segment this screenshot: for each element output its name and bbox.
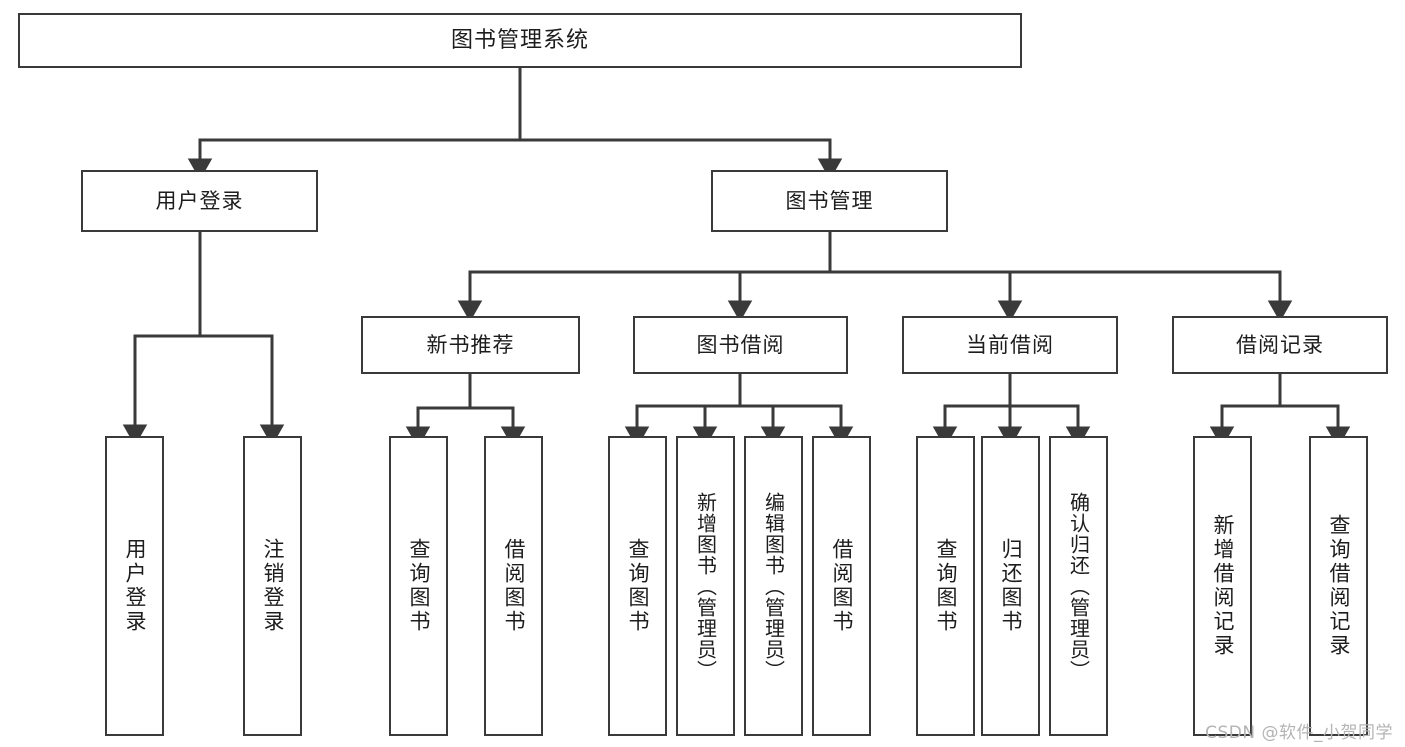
node-book-management[interactable]: 图书管理	[711, 170, 948, 232]
node-label: 图书管理	[785, 188, 874, 213]
node-label: 当前借阅	[966, 332, 1054, 357]
leaf-query-borrow-record[interactable]: 查询借阅记录	[1309, 436, 1368, 736]
node-label: 用户登录	[123, 538, 147, 634]
node-label: 图书借阅	[696, 332, 785, 357]
node-label: 查询图书	[407, 538, 431, 634]
node-label: 图书管理系统	[450, 27, 589, 53]
leaf-return-book[interactable]: 归还图书	[981, 436, 1040, 736]
leaf-query-book-borrow[interactable]: 查询图书	[608, 436, 667, 736]
node-label: 查询图书	[626, 538, 650, 634]
node-root-book-management-system[interactable]: 图书管理系统	[18, 13, 1022, 68]
leaf-user-logout[interactable]: 注销登录	[243, 436, 302, 736]
node-label: 查询图书	[934, 538, 958, 634]
leaf-user-login[interactable]: 用户登录	[105, 436, 164, 736]
leaf-borrow-book[interactable]: 借阅图书	[812, 436, 871, 736]
node-user-login[interactable]: 用户登录	[81, 170, 318, 232]
leaf-borrow-book-recommendation[interactable]: 借阅图书	[484, 436, 543, 736]
leaf-query-book-current[interactable]: 查询图书	[916, 436, 975, 736]
watermark-text: CSDN @软件_小贺同学	[1205, 723, 1393, 743]
node-label: 归还图书	[999, 538, 1023, 634]
node-label: 新增借阅记录	[1211, 514, 1235, 658]
node-book-borrow[interactable]: 图书借阅	[633, 316, 848, 374]
node-label: 借阅图书	[502, 538, 526, 634]
node-label: 新增图书（管理员）	[693, 491, 718, 681]
leaf-confirm-return-admin[interactable]: 确认归还（管理员）	[1049, 436, 1108, 736]
node-current-borrow[interactable]: 当前借阅	[902, 316, 1118, 374]
leaf-add-borrow-record[interactable]: 新增借阅记录	[1193, 436, 1252, 736]
leaf-edit-book-admin[interactable]: 编辑图书（管理员）	[744, 436, 803, 736]
node-borrow-record[interactable]: 借阅记录	[1172, 316, 1388, 374]
node-label: 用户登录	[155, 188, 244, 213]
node-label: 借阅记录	[1236, 332, 1324, 357]
node-label: 新书推荐	[426, 332, 515, 357]
leaf-query-book-recommendation[interactable]: 查询图书	[389, 436, 448, 736]
node-label: 查询借阅记录	[1327, 514, 1351, 658]
node-new-book-recommendation[interactable]: 新书推荐	[361, 316, 580, 374]
node-label: 借阅图书	[830, 538, 854, 634]
node-label: 注销登录	[261, 538, 285, 634]
leaf-add-book-admin[interactable]: 新增图书（管理员）	[676, 436, 735, 736]
node-label: 编辑图书（管理员）	[761, 491, 786, 681]
node-label: 确认归还（管理员）	[1066, 491, 1091, 681]
